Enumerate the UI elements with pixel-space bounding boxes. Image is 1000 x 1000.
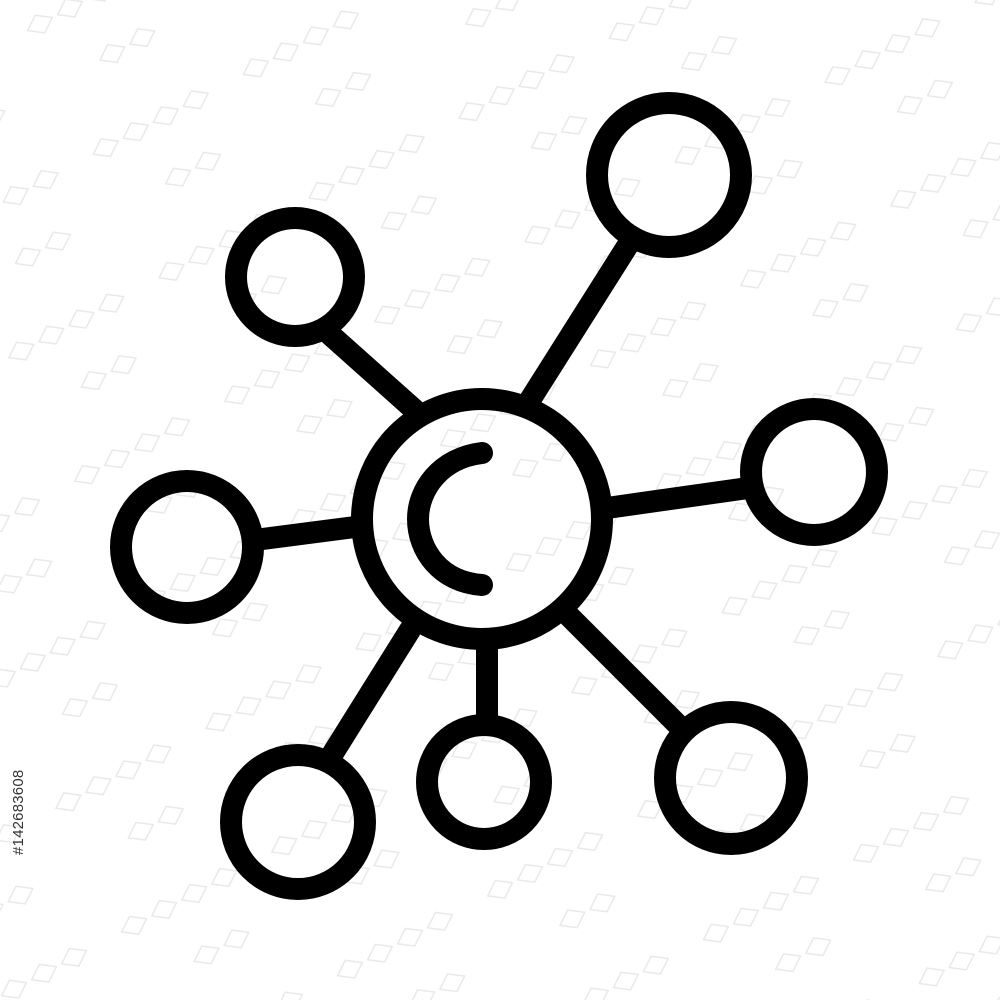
node-bottom bbox=[416, 714, 552, 850]
connector-top-right bbox=[519, 234, 639, 411]
connector-top-left bbox=[314, 319, 429, 424]
connector-right bbox=[596, 477, 759, 519]
node-bottom-left bbox=[220, 744, 376, 900]
node-right bbox=[740, 398, 888, 546]
node-left bbox=[110, 470, 264, 624]
connector-bottom-right bbox=[557, 604, 694, 741]
center-hub-circle bbox=[351, 388, 613, 650]
node-top-left bbox=[225, 207, 365, 347]
node-top-right bbox=[586, 92, 752, 258]
connector-left bbox=[244, 516, 366, 551]
node-bottom-right bbox=[654, 701, 808, 855]
center-c-arc bbox=[407, 442, 493, 596]
connector-bottom-left bbox=[319, 619, 421, 769]
